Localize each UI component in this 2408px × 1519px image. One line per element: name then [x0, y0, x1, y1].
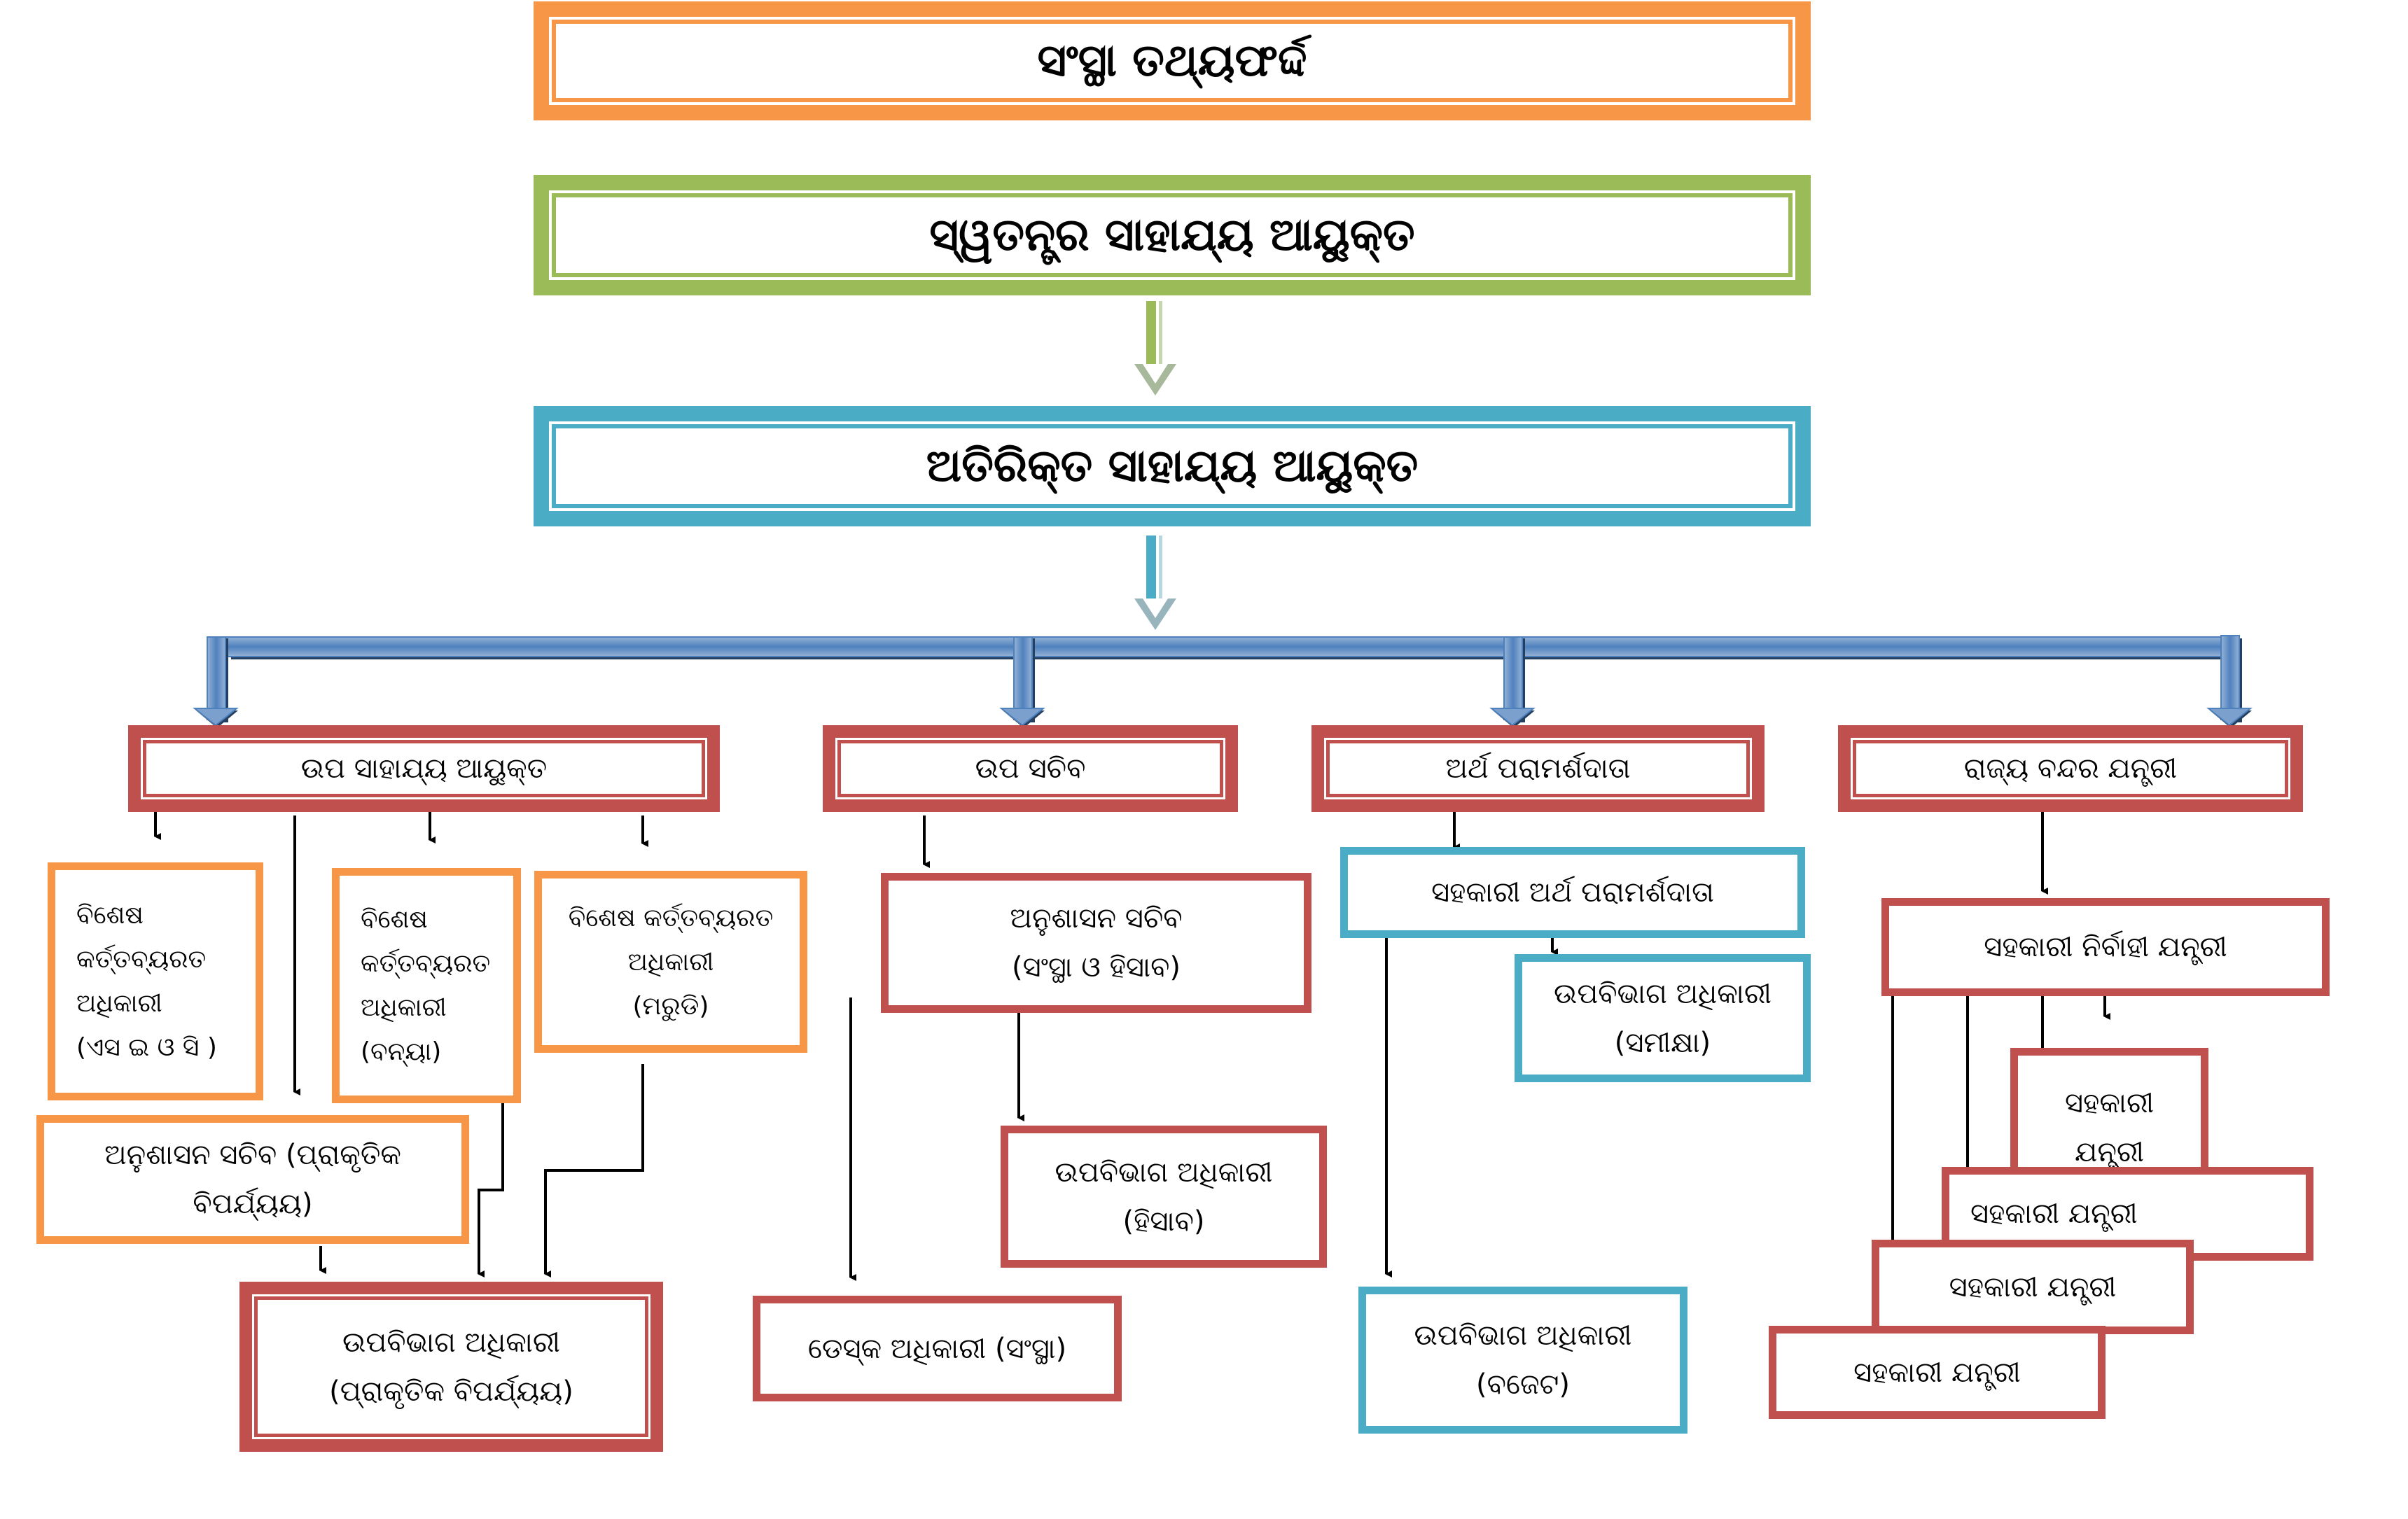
branch1-child-flood-label: ବିଶେଷ କର୍ତ୍ତବ୍ୟରତ ଅଧିକାରୀ (ବନ୍ୟା)	[361, 905, 491, 1066]
branch1-leaf: ଉପବିଭାଗ ଅଧିକାରୀ (ପ୍ରାକୃତିକ ବିପର୍ଯ୍ୟୟ)	[239, 1282, 663, 1452]
branch-head-2: ଉପ ସଚିବ	[823, 725, 1238, 812]
org-title: ସଂସ୍ଥା ତଥ୍ୟଫର୍ଦ୍ଦ	[1037, 35, 1307, 87]
blue-drop-arrow-2	[999, 636, 1045, 728]
branch-head-2-label: ଉପ ସଚିବ	[975, 752, 1086, 785]
branch1-leaf-label: ଉପବିଭାଗ ଅଧିକାରୀ (ପ୍ରାକୃତିକ ବିପର୍ଯ୍ୟୟ)	[329, 1326, 573, 1408]
branch1-child-flood: ବିଶେଷ କର୍ତ୍ତବ୍ୟରତ ଅଧିକାରୀ (ବନ୍ୟା)	[332, 868, 521, 1103]
distribution-bar	[225, 636, 2234, 659]
branch2-child-desk: ଡେସ୍କ ଅଧିକାରୀ (ସଂସ୍ଥା)	[753, 1296, 1122, 1401]
branch-head-1-label: ଉପ ସାହାଯ୍ୟ ଆୟୁକ୍ତ	[300, 752, 548, 785]
branch1-child-drought-label: ବିଶେଷ କର୍ତ୍ତବ୍ୟରତ ଅଧିକାରୀ (ମରୁଡି)	[568, 903, 774, 1021]
branch2-child-accounts: ଉପବିଭାଗ ଅଧିକାରୀ (ହିସାବ)	[1001, 1126, 1327, 1268]
branch2-child-secretary-label: ଅନୁଶାସନ ସଚିବ (ସଂସ୍ଥା ଓ ହିସାବ)	[1010, 902, 1183, 983]
green-down-arrow	[1134, 301, 1176, 396]
branch1-child-disaster-secretary: ଅନୁଶାସନ ସଚିବ (ପ୍ରାକୃତିକ ବିପର୍ଯ୍ୟୟ)	[36, 1115, 469, 1244]
branch4-child-asst-engineer-1-label: ସହକାରୀ ଯନ୍ତ୍ରୀ	[2064, 1087, 2155, 1168]
branch4-child-asst-engineer-4: ସହକାରୀ ଯନ୍ତ୍ରୀ	[1769, 1326, 2106, 1419]
branch4-child-asst-engineer-4-label: ସହକାରୀ ଯନ୍ତ୍ରୀ	[1853, 1356, 2021, 1389]
teal-down-arrow	[1134, 536, 1176, 630]
branch3-child-review: ଉପବିଭାଗ ଅଧିକାରୀ (ସମୀକ୍ଷା)	[1515, 954, 1811, 1082]
branch3-child-budget: ଉପବିଭାଗ ଅଧିକାରୀ (ବଜେଟ)	[1358, 1287, 1687, 1434]
branch-head-4-label: ରାଜ୍ୟ ବନ୍ଦର ଯନ୍ତ୍ରୀ	[1963, 752, 2178, 785]
branch3-child-asst-advisor: ସହକାରୀ ଅର୍ଥ ପରାମର୍ଶଦାତା	[1340, 847, 1805, 938]
branch-head-4: ରାଜ୍ୟ ବନ୍ଦର ଯନ୍ତ୍ରୀ	[1838, 725, 2303, 812]
branch-head-1: ଉପ ସାହାଯ୍ୟ ଆୟୁକ୍ତ	[128, 725, 720, 812]
branch1-child-drought: ବିଶେଷ କର୍ତ୍ତବ୍ୟରତ ଅଧିକାରୀ (ମରୁଡି)	[534, 871, 807, 1053]
branch3-child-asst-advisor-label: ସହକାରୀ ଅର୍ଥ ପରାମର୍ଶଦାତା	[1431, 876, 1714, 909]
level1-label: ସ୍ୱତନ୍ତ୍ର ସାହାଯ୍ୟ ଆୟୁକ୍ତ	[929, 209, 1415, 261]
branch1-child-seoc-label: ବିଶେଷ କର୍ତ୍ତବ୍ୟରତ ଅଧିକାରୀ (ଏସ ଇ ଓ ସି )	[76, 901, 217, 1062]
branch4-child-asst-exec-engineer: ସହକାରୀ ନିର୍ବାହୀ ଯନ୍ତ୍ରୀ	[1881, 898, 2330, 996]
level2-label: ଅତିରିକ୍ତ ସାହାଯ୍ୟ ଆୟୁକ୍ତ	[926, 440, 1419, 492]
branch4-child-asst-engineer-3: ସହକାରୀ ଯନ୍ତ୍ରୀ	[1872, 1240, 2194, 1334]
level2-box: ଅତିରିକ୍ତ ସାହାଯ୍ୟ ଆୟୁକ୍ତ	[534, 406, 1811, 526]
branch1-child-seoc: ବିଶେଷ କର୍ତ୍ତବ୍ୟରତ ଅଧିକାରୀ (ଏସ ଇ ଓ ସି )	[48, 862, 263, 1100]
branch-head-3: ଅର୍ଥ ପରାମର୍ଶଦାତା	[1311, 725, 1765, 812]
branch-head-3-label: ଅର୍ଥ ପରାମର୍ଶଦାତା	[1445, 752, 1631, 785]
branch2-child-accounts-label: ଉପବିଭାଗ ଅଧିକାରୀ (ହିସାବ)	[1055, 1156, 1273, 1238]
blue-drop-arrow-3	[1489, 636, 1536, 728]
branch4-child-asst-engineer-2-label: ସହକାରୀ ଯନ୍ତ୍ରୀ	[1970, 1198, 2138, 1230]
blue-drop-arrow-4	[2206, 635, 2253, 728]
branch4-child-asst-engineer-3-label: ସହକାରୀ ଯନ୍ତ୍ରୀ	[1949, 1270, 2117, 1303]
branch1-child-disaster-secretary-label: ଅନୁଶାସନ ସଚିବ (ପ୍ରାକୃତିକ ବିପର୍ଯ୍ୟୟ)	[104, 1139, 401, 1220]
branch3-child-review-label: ଉପବିଭାଗ ଅଧିକାରୀ (ସମୀକ୍ଷା)	[1554, 977, 1772, 1059]
blue-drop-arrow-1	[193, 636, 239, 728]
org-title-box: ସଂସ୍ଥା ତଥ୍ୟଫର୍ଦ୍ଦ	[534, 1, 1811, 120]
branch3-child-budget-label: ଉପବିଭାଗ ଅଧିକାରୀ (ବଜେଟ)	[1414, 1320, 1632, 1401]
branch4-child-asst-exec-engineer-label: ସହକାରୀ ନିର୍ବାହୀ ଯନ୍ତ୍ରୀ	[1984, 931, 2227, 963]
branch2-child-desk-label: ଡେସ୍କ ଅଧିକାରୀ (ସଂସ୍ଥା)	[807, 1332, 1067, 1365]
branch2-child-secretary: ଅନୁଶାସନ ସଚିବ (ସଂସ୍ଥା ଓ ହିସାବ)	[881, 873, 1311, 1013]
level1-box: ସ୍ୱତନ୍ତ୍ର ସାହାଯ୍ୟ ଆୟୁକ୍ତ	[534, 175, 1811, 295]
